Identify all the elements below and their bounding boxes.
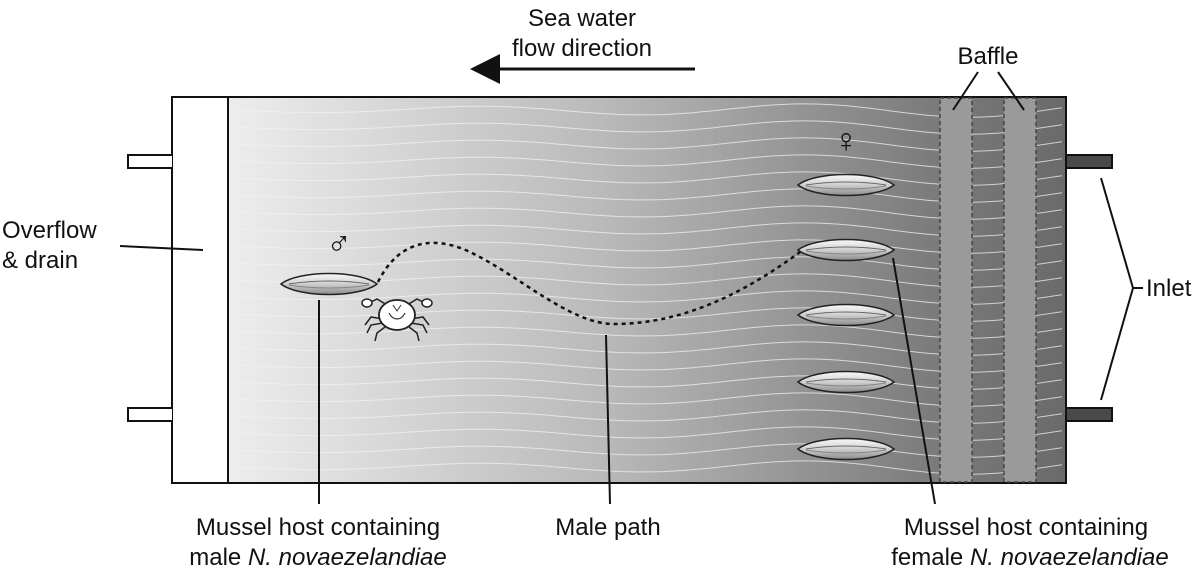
inlet-pipe-top xyxy=(1065,154,1113,169)
flow-line xyxy=(229,137,1063,152)
female-host-leader xyxy=(892,257,936,505)
female-mussel xyxy=(796,173,896,197)
flow-line xyxy=(229,154,1063,169)
baffle-leader-left xyxy=(952,71,979,111)
baffle-left xyxy=(939,97,973,483)
male-mussel xyxy=(279,272,379,296)
flow-line xyxy=(229,341,1063,356)
baffle-right xyxy=(1003,97,1037,483)
female-mussel xyxy=(796,437,896,461)
flow-line xyxy=(229,205,1063,220)
flow-line xyxy=(229,103,1063,118)
overflow-label-line1: Overflow xyxy=(2,217,97,244)
baffle-callout: Baffle xyxy=(952,43,1025,111)
flow-line xyxy=(229,324,1063,339)
male-symbol: ♂ xyxy=(326,225,352,263)
tank xyxy=(127,96,1113,484)
flow-line xyxy=(229,392,1063,407)
baffles xyxy=(939,97,1037,483)
overflow-pipe-bottom xyxy=(127,407,172,422)
flow-direction: Sea water flow direction xyxy=(470,5,695,84)
overflow-callout: Overflow & drain xyxy=(2,217,204,274)
flow-line xyxy=(229,443,1063,458)
flow-label-line2: flow direction xyxy=(512,35,652,62)
flow-line xyxy=(229,256,1063,271)
inlet-label: Inlet xyxy=(1146,275,1192,302)
overflow-pipe-top xyxy=(127,154,172,169)
male-host-label-line2: male N. novaezelandiae xyxy=(189,544,447,571)
flow-label-line1: Sea water xyxy=(528,5,636,32)
flow-line xyxy=(229,460,1063,475)
female-symbol: ♀ xyxy=(833,122,859,160)
flow-line xyxy=(229,222,1063,237)
flow-line xyxy=(229,120,1063,135)
baffle-leader-right xyxy=(997,71,1025,111)
flow-line xyxy=(229,307,1063,322)
baffle-label: Baffle xyxy=(958,43,1019,70)
flow-line xyxy=(229,188,1063,203)
flow-line xyxy=(229,375,1063,390)
female-mussel xyxy=(796,303,896,327)
male-path-label: Male path xyxy=(555,514,660,541)
inlet-bracket xyxy=(1100,177,1135,401)
female-host-label-line2: female N. novaezelandiae xyxy=(891,544,1169,571)
water-area xyxy=(227,96,1067,484)
flow-line xyxy=(229,171,1063,186)
female-mussel xyxy=(796,370,896,394)
overflow-leader xyxy=(119,245,204,251)
overflow-label-line2: & drain xyxy=(2,247,78,274)
crab-icon xyxy=(361,298,433,342)
flow-line xyxy=(229,290,1063,305)
male-path-leader xyxy=(605,334,611,505)
female-mussel xyxy=(796,238,896,262)
flow-line xyxy=(229,409,1063,424)
inlet-callout: Inlet xyxy=(1100,177,1192,401)
female-host-label-line1: Mussel host containing xyxy=(904,514,1148,541)
female-mussels xyxy=(796,173,896,461)
flow-line xyxy=(229,358,1063,373)
overflow-compartment xyxy=(171,96,229,484)
inlet-pipe-bottom xyxy=(1065,407,1113,422)
flow-line xyxy=(229,239,1063,254)
male-host-label-line1: Mussel host containing xyxy=(196,514,440,541)
